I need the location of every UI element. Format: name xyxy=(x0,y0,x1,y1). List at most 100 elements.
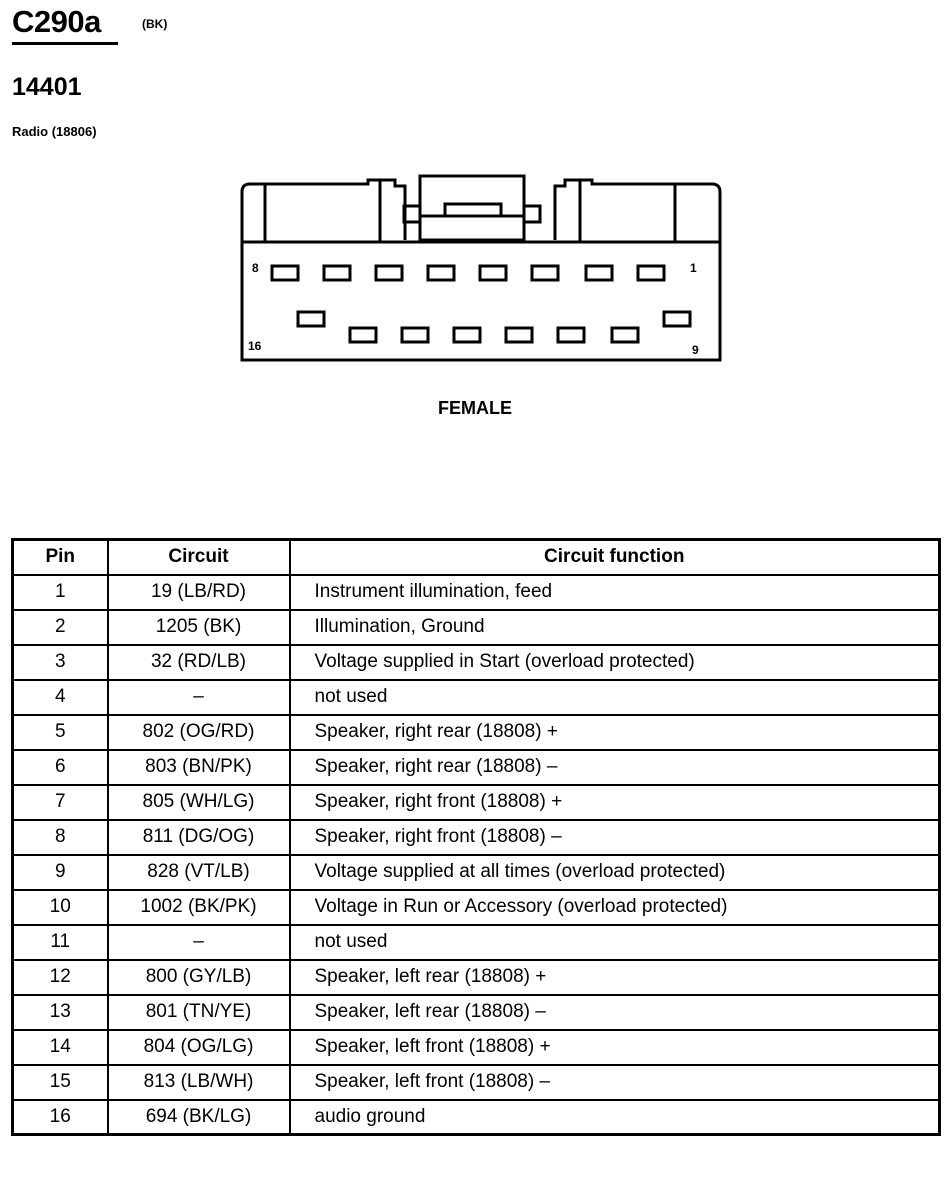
pin-cavities xyxy=(270,264,692,344)
function-cell: Voltage supplied in Start (overload prot… xyxy=(288,643,941,681)
header-function: Circuit function xyxy=(288,538,941,576)
pin-cavity-7 xyxy=(322,264,352,282)
pin-label-bottom-right: 9 xyxy=(692,343,699,357)
locking-tab-left-nub xyxy=(402,204,422,224)
pin-cavity-3 xyxy=(530,264,560,282)
function-cell: not used xyxy=(288,678,941,716)
connector-housing-right xyxy=(240,178,722,362)
pin-cavity-6 xyxy=(374,264,404,282)
function-cell: Speaker, right front (18808) – xyxy=(288,818,941,856)
circuit-cell: 811 (DG/OG) xyxy=(106,818,291,856)
function-cell: Voltage in Run or Accessory (overload pr… xyxy=(288,888,941,926)
circuit-cell: – xyxy=(106,923,291,961)
pin-cell: 10 xyxy=(11,888,109,926)
pin-label-top-left: 8 xyxy=(252,261,259,275)
locking-tab-bar xyxy=(443,202,503,218)
pin-cell: 2 xyxy=(11,608,109,646)
function-cell: Speaker, right rear (18808) – xyxy=(288,748,941,786)
function-cell: audio ground xyxy=(288,1098,941,1136)
pin-cell: 13 xyxy=(11,993,109,1031)
function-cell: Voltage supplied at all times (overload … xyxy=(288,853,941,891)
pin-cavity-14 xyxy=(400,326,430,344)
pin-cell: 9 xyxy=(11,853,109,891)
locking-tab xyxy=(418,174,526,242)
header-circuit: Circuit xyxy=(106,538,291,576)
circuit-cell: 800 (GY/LB) xyxy=(106,958,291,996)
circuit-cell: 828 (VT/LB) xyxy=(106,853,291,891)
circuit-cell: 813 (LB/WH) xyxy=(106,1063,291,1101)
pin-cell: 14 xyxy=(11,1028,109,1066)
pin-cavity-1 xyxy=(636,264,666,282)
circuit-cell: 19 (LB/RD) xyxy=(106,573,291,611)
function-cell: Speaker, right front (18808) + xyxy=(288,783,941,821)
pin-cavity-11 xyxy=(556,326,586,344)
pin-cavity-8 xyxy=(270,264,300,282)
pin-cell: 11 xyxy=(11,923,109,961)
pin-cavity-9 xyxy=(662,310,692,328)
circuit-cell: 1205 (BK) xyxy=(106,608,291,646)
circuit-cell: 32 (RD/LB) xyxy=(106,643,291,681)
pin-cell: 3 xyxy=(11,643,109,681)
part-number: 14401 xyxy=(12,73,82,101)
connector-face-diagram: 8 1 16 9 xyxy=(240,174,722,362)
pin-label-top-right: 1 xyxy=(690,261,697,275)
pin-cavity-4 xyxy=(478,264,508,282)
circuit-cell: 802 (OG/RD) xyxy=(106,713,291,751)
pin-cell: 4 xyxy=(11,678,109,716)
pin-label-bottom-left: 16 xyxy=(248,339,262,353)
header-pin: Pin xyxy=(11,538,109,576)
circuit-cell: 803 (BN/PK) xyxy=(106,748,291,786)
circuit-cell: 801 (TN/YE) xyxy=(106,993,291,1031)
pin-cell: 6 xyxy=(11,748,109,786)
connector-housing xyxy=(240,178,407,242)
pin-cell: 1 xyxy=(11,573,109,611)
table-row: 4–not used xyxy=(11,678,941,716)
pin-cell: 15 xyxy=(11,1063,109,1101)
pin-cell: 12 xyxy=(11,958,109,996)
function-cell: Speaker, left front (18808) – xyxy=(288,1063,941,1101)
function-cell: not used xyxy=(288,923,941,961)
component-name: Radio (18806) xyxy=(12,124,97,139)
locking-tab-right-nub xyxy=(522,204,542,224)
function-cell: Speaker, left front (18808) + xyxy=(288,1028,941,1066)
function-cell: Speaker, left rear (18808) – xyxy=(288,993,941,1031)
pin-cavity-12 xyxy=(504,326,534,344)
pin-cavity-5 xyxy=(426,264,456,282)
pin-cell: 8 xyxy=(11,818,109,856)
pin-cavity-16 xyxy=(296,310,326,328)
function-cell: Speaker, right rear (18808) + xyxy=(288,713,941,751)
pin-cell: 5 xyxy=(11,713,109,751)
pin-cell: 7 xyxy=(11,783,109,821)
circuit-cell: 694 (BK/LG) xyxy=(106,1098,291,1136)
table-header-row: Pin Circuit Circuit function xyxy=(11,538,941,576)
function-cell: Instrument illumination, feed xyxy=(288,573,941,611)
connector-color: (BK) xyxy=(142,17,168,31)
pin-cavity-13 xyxy=(452,326,482,344)
connector-gender: FEMALE xyxy=(438,398,512,418)
function-cell: Speaker, left rear (18808) + xyxy=(288,958,941,996)
table-row: 11–not used xyxy=(11,923,941,961)
pin-cavity-10 xyxy=(610,326,640,344)
pin-cell: 16 xyxy=(11,1098,109,1136)
pin-cavity-15 xyxy=(348,326,378,344)
circuit-cell: 804 (OG/LG) xyxy=(106,1028,291,1066)
pin-cavity-2 xyxy=(584,264,614,282)
connector-id-underline xyxy=(12,42,118,45)
circuit-cell: – xyxy=(106,678,291,716)
